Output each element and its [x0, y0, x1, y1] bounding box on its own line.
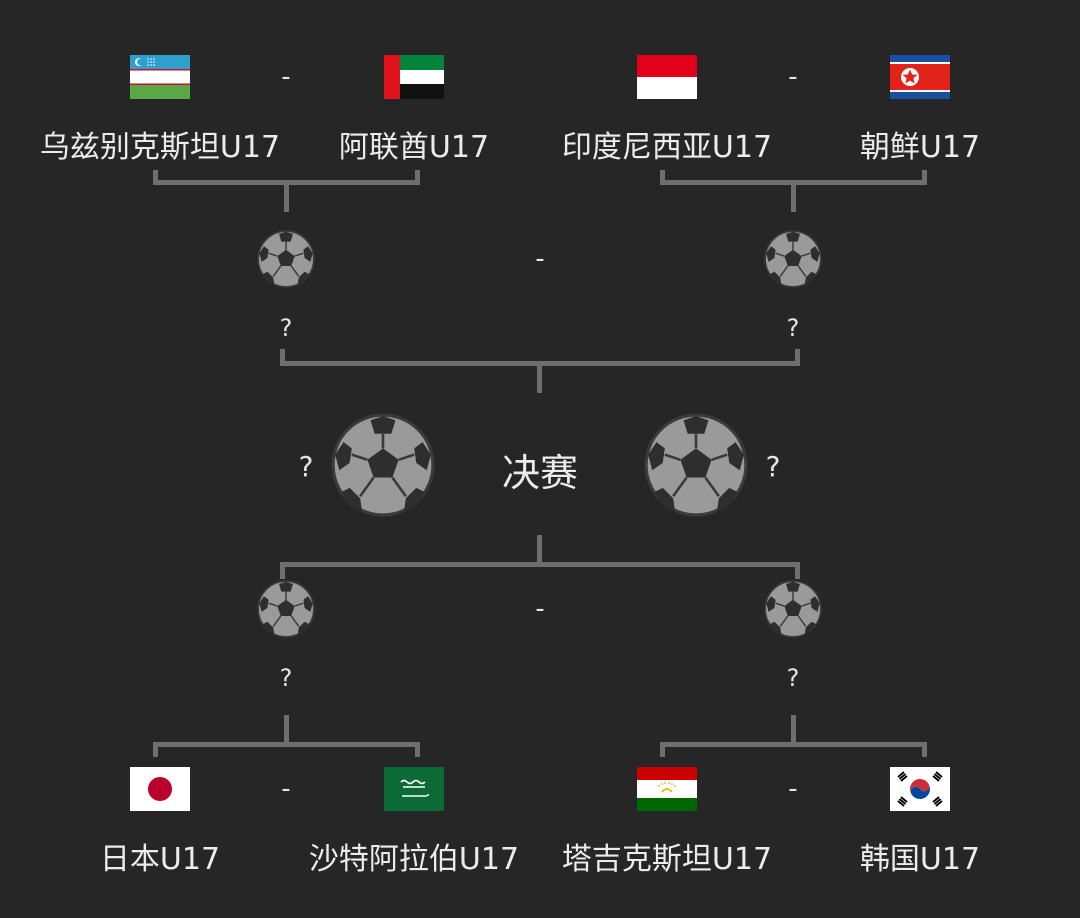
- bracket-line: [415, 170, 420, 185]
- indonesia-flag: [637, 55, 697, 99]
- match-separator: -: [788, 774, 798, 804]
- bracket-line: [280, 562, 285, 579]
- bracket-line: [153, 170, 158, 185]
- team-name-japan: 日本U17: [99, 842, 221, 877]
- bracket-line: [660, 742, 927, 747]
- winner-placeholder: ?: [786, 664, 800, 692]
- tajikistan-flag: [637, 767, 697, 811]
- winner-placeholder: ?: [765, 450, 781, 483]
- soccer-ball-icon: [257, 230, 315, 288]
- bracket-line: [795, 562, 800, 579]
- japan-flag: [130, 767, 190, 811]
- bracket-line: [922, 742, 927, 757]
- bracket-line: [415, 742, 420, 757]
- team-name-south-korea: 韩国U17: [859, 842, 981, 877]
- uae-flag: [384, 55, 444, 99]
- bracket-line: [537, 361, 542, 393]
- bracket-line: [537, 535, 542, 567]
- final-title: 决赛: [501, 451, 578, 495]
- soccer-ball-icon: [764, 230, 822, 288]
- bracket-line: [280, 562, 800, 567]
- match-separator: -: [535, 244, 545, 274]
- bracket-line: [153, 742, 420, 747]
- bracket-line: [284, 180, 289, 212]
- bracket-line: [795, 349, 800, 366]
- soccer-ball-icon: [764, 580, 822, 638]
- soccer-ball-icon: [644, 413, 748, 517]
- winner-placeholder: ?: [786, 314, 800, 342]
- team-name-north-korea: 朝鲜U17: [859, 130, 981, 165]
- bracket-line: [791, 180, 796, 212]
- team-name-uzbekistan: 乌兹别克斯坦U17: [39, 130, 281, 165]
- winner-placeholder: ?: [279, 664, 293, 692]
- uzbekistan-flag: [130, 55, 190, 99]
- team-name-indonesia: 印度尼西亚U17: [561, 130, 773, 165]
- bracket-line: [660, 742, 665, 757]
- team-name-uae: 阿联酋U17: [338, 130, 490, 165]
- winner-placeholder: ?: [279, 314, 293, 342]
- bracket-line: [153, 742, 158, 757]
- bracket-line: [791, 715, 796, 747]
- saudi-arabia-flag: [384, 767, 444, 811]
- match-separator: -: [281, 774, 291, 804]
- bracket-line: [280, 349, 285, 366]
- bracket-line: [660, 170, 665, 185]
- soccer-ball-icon: [257, 580, 315, 638]
- bracket-line: [922, 170, 927, 185]
- winner-placeholder: ?: [298, 450, 314, 483]
- match-separator: -: [788, 62, 798, 92]
- soccer-ball-icon: [331, 413, 435, 517]
- south-korea-flag: [890, 767, 950, 811]
- team-name-saudi-arabia: 沙特阿拉伯U17: [308, 842, 520, 877]
- match-separator: -: [281, 62, 291, 92]
- match-separator: -: [535, 594, 545, 624]
- team-name-tajikistan: 塔吉克斯坦U17: [561, 842, 773, 877]
- north-korea-flag: [890, 55, 950, 99]
- bracket-line: [284, 715, 289, 747]
